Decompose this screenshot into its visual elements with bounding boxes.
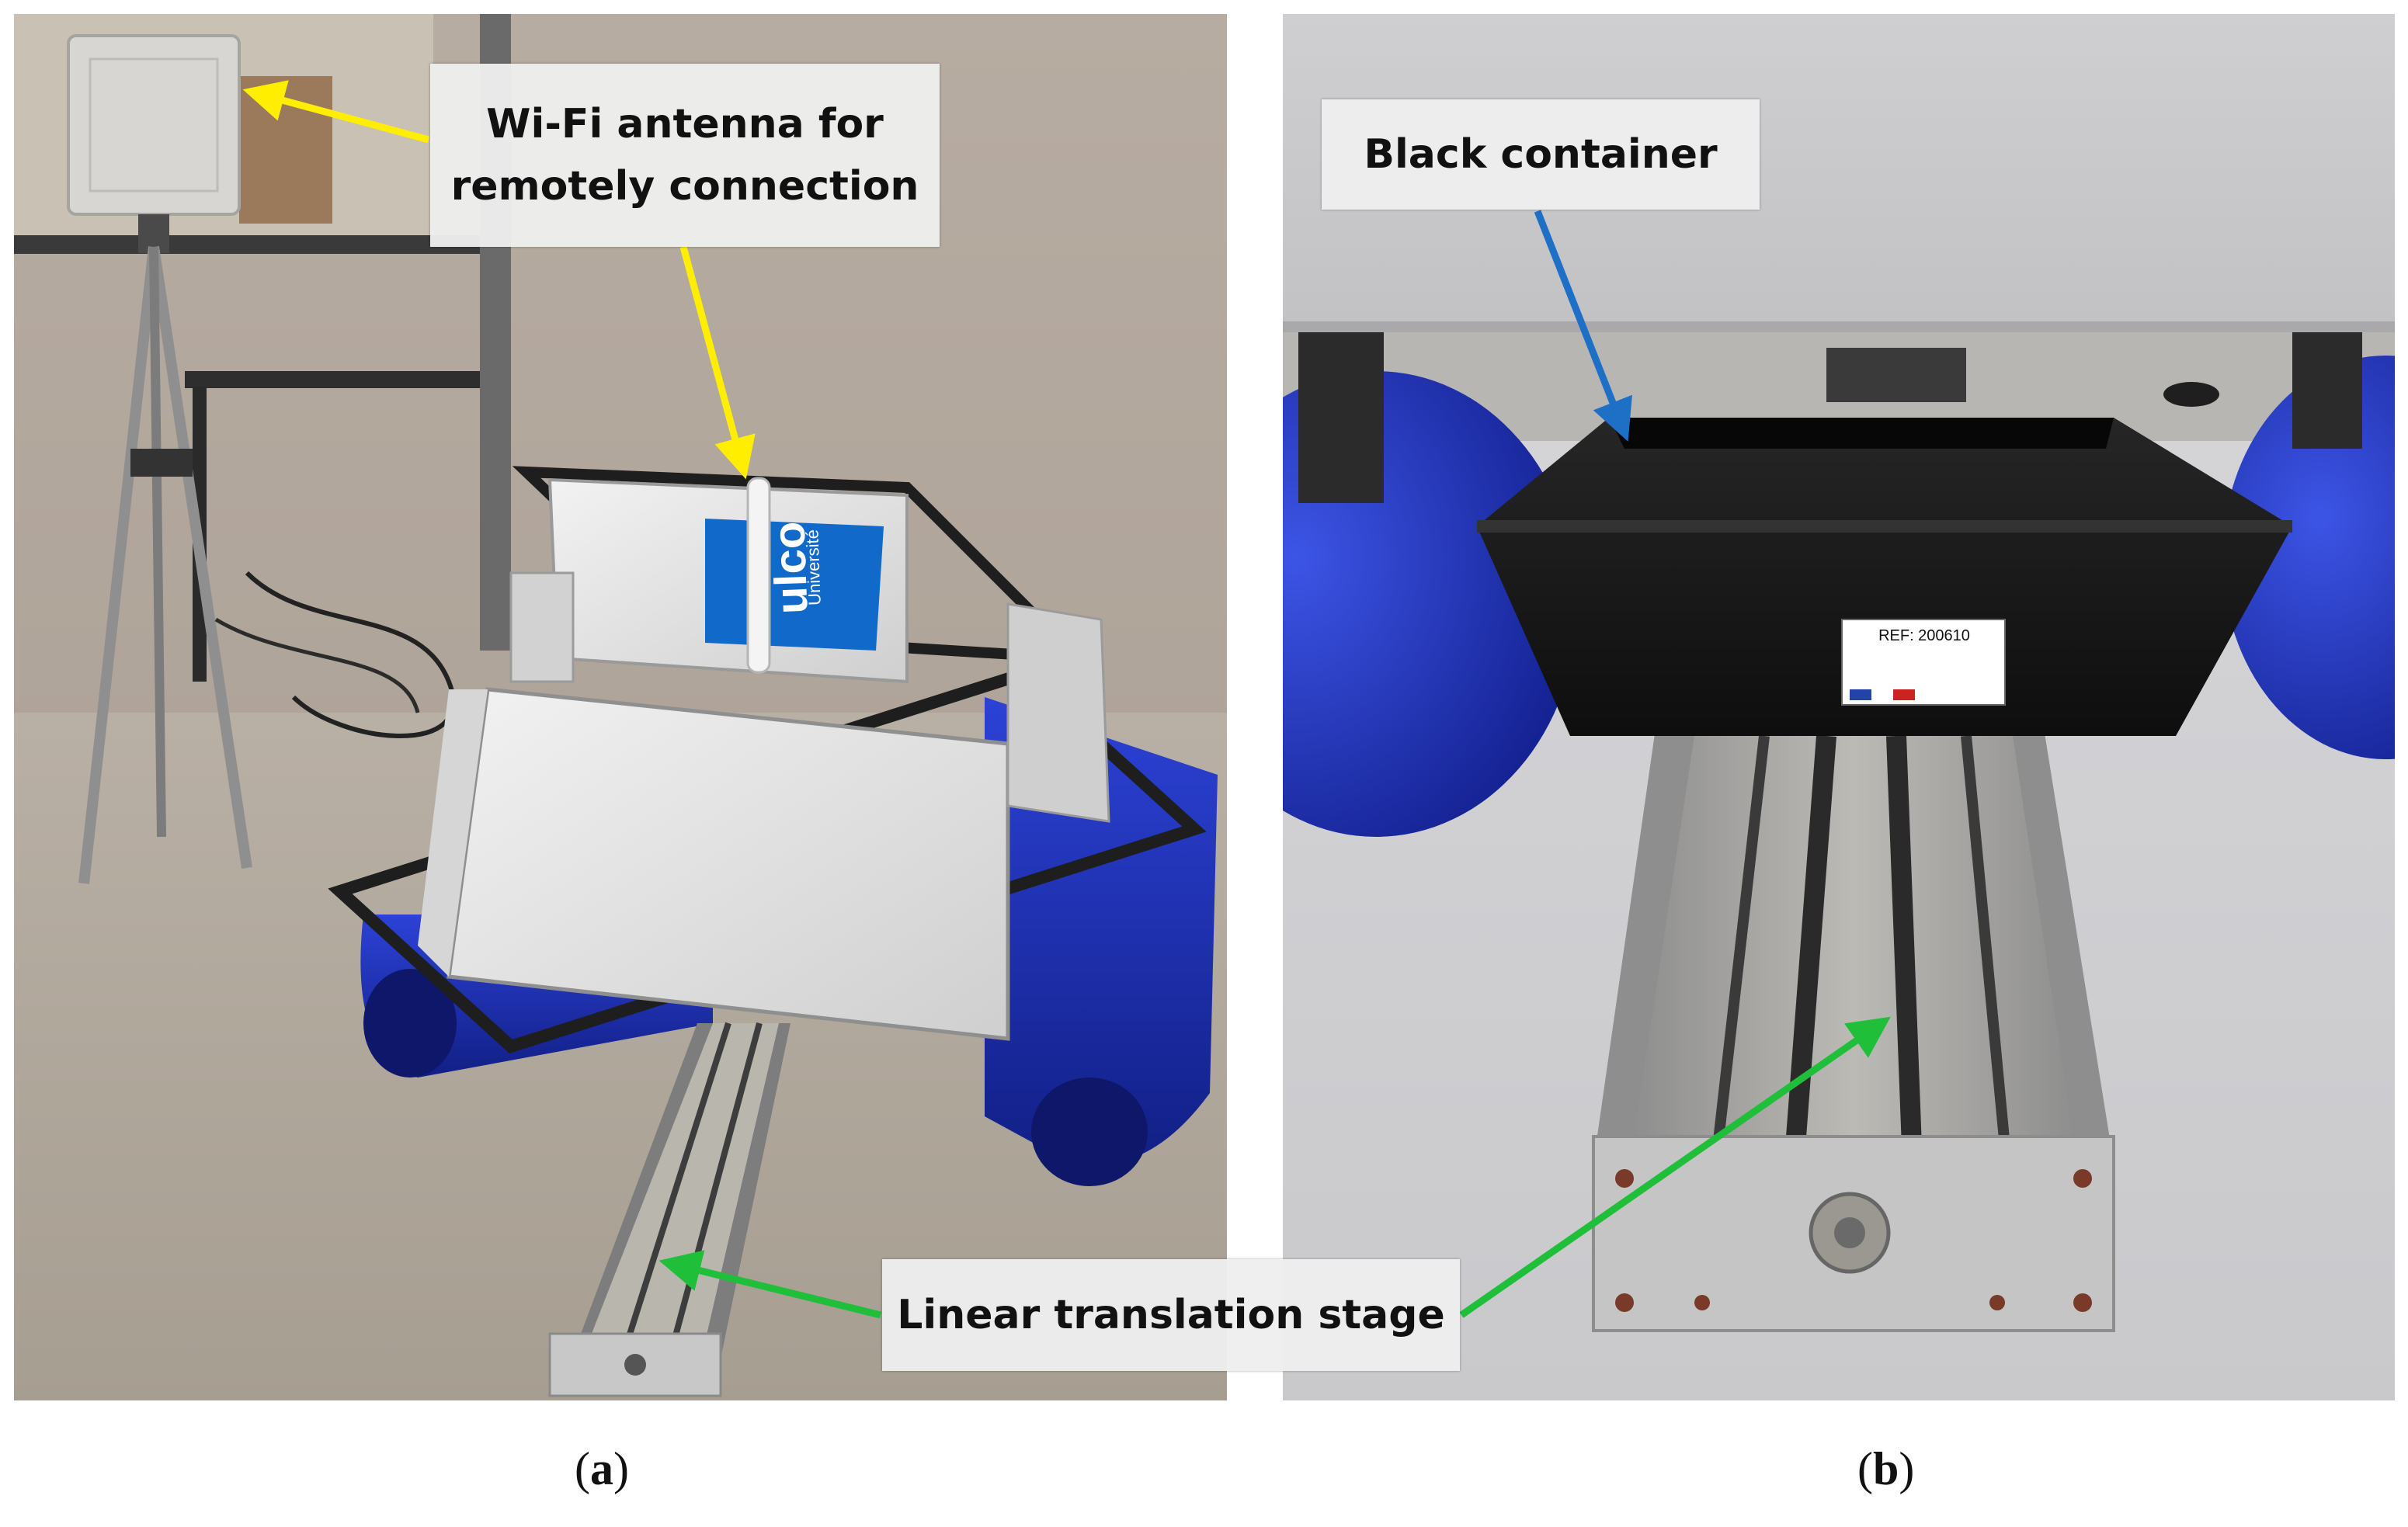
caption-b-close: )	[1899, 1443, 1915, 1494]
caption-a-close: )	[613, 1443, 629, 1494]
arrow-black-container	[1534, 210, 1632, 442]
caption-b-letter: b	[1872, 1443, 1899, 1494]
container-ref-label: REF: 200610	[1878, 627, 1970, 644]
callout-black-container: Black container	[1322, 99, 1760, 210]
caption-a-letter: a	[589, 1443, 613, 1494]
caption-panel-b: (b)	[1857, 1442, 1914, 1496]
arrow-wifi-box	[679, 245, 756, 480]
arrow-linear-stage-a	[658, 1250, 882, 1319]
photo-panel-b: REF: 200610	[1283, 14, 2395, 1400]
arrow-linear-stage-b	[1459, 1016, 1891, 1318]
callout-wifi-antenna: Wi-Fi antenna for remotely connection	[430, 64, 940, 247]
callout-linear-translation-stage: Linear translation stage	[882, 1259, 1460, 1371]
caption-a-open: (	[575, 1443, 590, 1494]
caption-b-open: (	[1857, 1443, 1873, 1494]
caption-panel-a: (a)	[575, 1442, 629, 1496]
arrow-wifi-antenna	[242, 80, 430, 144]
